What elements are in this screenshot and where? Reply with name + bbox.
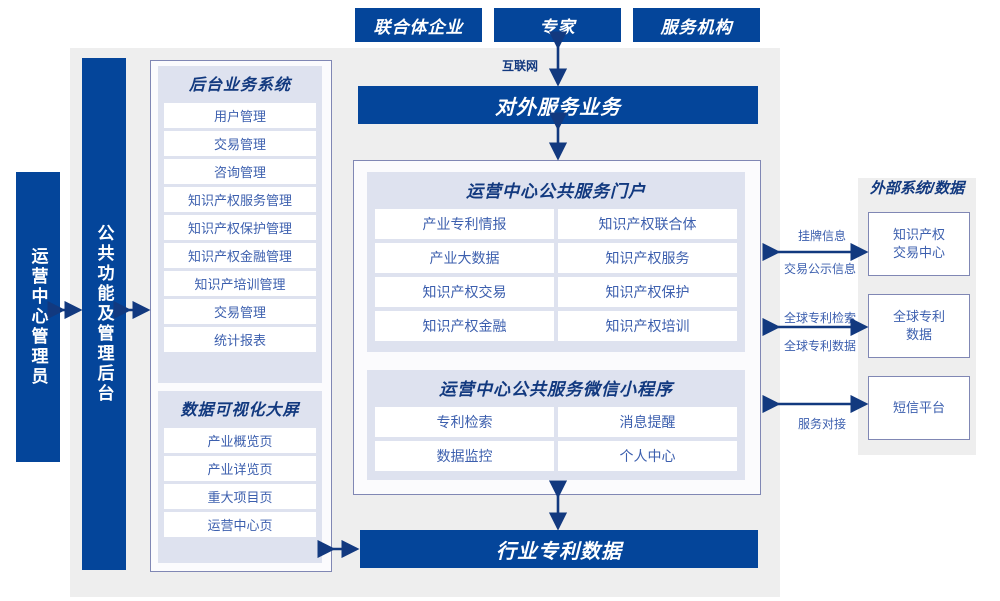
backend-item[interactable]: 交易管理 [164,131,316,156]
portal-title: 运营中心公共服务门户 [466,182,646,201]
backend-item[interactable]: 知识产培训管理 [164,271,316,296]
miniprogram-panel: 运营中心公共服务微信小程序 专利检索 消息提醒 数据监控 个人中心 [367,370,745,480]
visual-screen-item[interactable]: 重大项目页 [164,484,316,509]
visual-screen-panel: 数据可视化大屏 产业概览页 产业详览页 重大项目页 运营中心页 [158,391,322,563]
miniprogram-item[interactable]: 个人中心 [558,441,737,471]
connection-out-label-1: 全球专利检索 [783,311,856,325]
connection-in-label-1: 全球专利数据 [783,339,856,353]
portal-grid: 产业专利情报 知识产权联合体 产业大数据 知识产权服务 知识产权交易 知识产权保… [375,209,737,341]
left-bar-common-functions: 公共功能及管理后台 [82,58,126,570]
left-bar-operator: 运营中心管理员 [16,172,60,462]
actor-label: 服务机构 [660,17,733,37]
backend-item[interactable]: 知识产权服务管理 [164,187,316,212]
backend-item[interactable]: 咨询管理 [164,159,316,184]
external-system-label: 知识产权 交易中心 [892,227,945,260]
actor-label: 专家 [539,17,576,37]
industry-data-bar: 行业专利数据 [360,530,758,568]
internet-label: 互联网 [501,59,538,73]
miniprogram-item[interactable]: 消息提醒 [558,407,737,437]
external-system-box-1[interactable]: 全球专利 数据 [868,294,970,358]
miniprogram-item[interactable]: 专利检索 [375,407,554,437]
portal-item[interactable]: 产业大数据 [375,243,554,273]
external-title: 外部系统/数据 [869,180,965,197]
left-bar-label: 运营中心管理员 [28,247,48,387]
backend-item[interactable]: 交易管理 [164,299,316,324]
industry-data-label: 行业专利数据 [496,540,622,563]
backend-item[interactable]: 知识产权金融管理 [164,243,316,268]
external-service-label: 对外服务业务 [495,96,621,119]
miniprogram-item[interactable]: 数据监控 [375,441,554,471]
visual-screen-title: 数据可视化大屏 [180,402,300,419]
connection-out-label-0: 挂牌信息 [797,229,846,243]
portal-item[interactable]: 知识产权服务 [558,243,737,273]
backend-item[interactable]: 统计报表 [164,327,316,352]
actor-label: 联合体企业 [373,17,464,37]
backend-item[interactable]: 用户管理 [164,103,316,128]
external-system-box-0[interactable]: 知识产权 交易中心 [868,212,970,276]
portal-item[interactable]: 知识产权联合体 [558,209,737,239]
visual-screen-item[interactable]: 产业概览页 [164,428,316,453]
external-system-label: 全球专利 数据 [892,309,945,342]
actor-box-2: 服务机构 [633,8,760,42]
miniprogram-grid: 专利检索 消息提醒 数据监控 个人中心 [375,407,737,471]
portal-item[interactable]: 知识产权金融 [375,311,554,341]
external-system-label: 短信平台 [892,400,945,415]
visual-screen-item[interactable]: 产业详览页 [164,456,316,481]
portal-panel: 运营中心公共服务门户 产业专利情报 知识产权联合体 产业大数据 知识产权服务 知… [367,172,745,352]
actor-box-0: 联合体企业 [355,8,482,42]
connection-in-label-2: 服务对接 [797,417,846,431]
portal-item[interactable]: 知识产权交易 [375,277,554,307]
visual-screen-item[interactable]: 运营中心页 [164,512,316,537]
external-service-bar: 对外服务业务 [358,86,758,124]
miniprogram-title: 运营中心公共服务微信小程序 [439,380,673,399]
backend-item[interactable]: 知识产权保护管理 [164,215,316,240]
backend-system-title: 后台业务系统 [188,77,291,94]
actor-box-1: 专家 [494,8,621,42]
connection-in-label-0: 交易公示信息 [783,262,856,276]
portal-item[interactable]: 知识产权保护 [558,277,737,307]
portal-item[interactable]: 产业专利情报 [375,209,554,239]
backend-system-panel: 后台业务系统 用户管理 交易管理 咨询管理 知识产权服务管理 知识产权保护管理 … [158,66,322,383]
portal-item[interactable]: 知识产权培训 [558,311,737,341]
left-bar-label: 公共功能及管理后台 [94,224,114,404]
external-system-box-2[interactable]: 短信平台 [868,376,970,440]
